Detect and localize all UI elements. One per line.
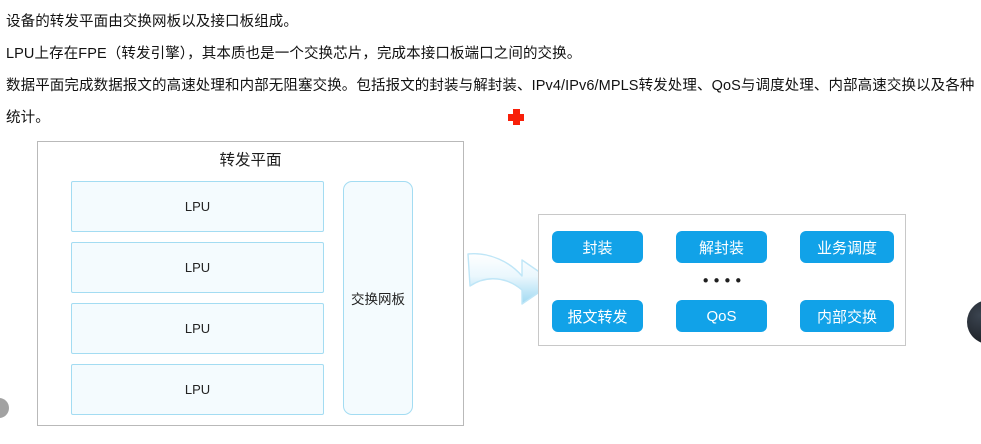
function-pill-label: 解封装 xyxy=(698,239,744,257)
function-pill-label: 业务调度 xyxy=(816,239,877,257)
function-pill-label: 报文转发 xyxy=(567,308,628,326)
functions-panel: 封装 解封装 业务调度 •••• 报文转发 QoS 内部交换 xyxy=(538,214,906,346)
function-pill-label: QoS xyxy=(706,307,737,325)
function-pill-qos[interactable]: QoS xyxy=(676,300,767,332)
lpu-box-label: LPU xyxy=(184,382,211,397)
paragraph-3: 数据平面完成数据报文的高速处理和内部无阻塞交换。包括报文的封装与解封装、IPv4… xyxy=(6,78,975,126)
function-pill-label: 内部交换 xyxy=(816,308,877,326)
function-pill-encapsulation[interactable]: 封装 xyxy=(552,231,643,263)
red-cross-bar-vertical xyxy=(513,109,520,125)
paragraph-2: LPU上存在FPE（转发引擎），其本质也是一个交换芯片，完成本接口板端口之间的交… xyxy=(6,46,582,62)
ellipsis-indicator: •••• xyxy=(701,272,745,290)
lpu-column: LPU LPU LPU LPU xyxy=(71,181,324,415)
functions-row-1: 封装 解封装 业务调度 xyxy=(552,231,894,263)
description-text-block: 设备的转发平面由交换网板以及接口板组成。 LPU上存在FPE（转发引擎），其本质… xyxy=(6,6,981,134)
functions-row-2: 报文转发 QoS 内部交换 xyxy=(552,300,894,332)
lpu-box: LPU xyxy=(71,364,324,415)
function-pill-decapsulation[interactable]: 解封装 xyxy=(676,231,767,263)
lpu-box-label: LPU xyxy=(184,260,211,275)
lpu-box: LPU xyxy=(71,303,324,354)
lpu-box-label: LPU xyxy=(184,321,211,336)
red-cross-icon xyxy=(508,109,524,125)
switch-fabric-label: 交换网板 xyxy=(351,292,405,307)
function-pill-service-scheduling[interactable]: 业务调度 xyxy=(800,231,894,263)
forwarding-plane-panel: 转发平面 LPU LPU LPU LPU 交换网板 xyxy=(37,141,464,426)
function-pill-internal-switching[interactable]: 内部交换 xyxy=(800,300,894,332)
paragraph-1: 设备的转发平面由交换网板以及接口板组成。 xyxy=(6,14,298,30)
forwarding-plane-title: 转发平面 xyxy=(219,152,282,169)
function-pill-packet-forwarding[interactable]: 报文转发 xyxy=(552,300,643,332)
function-pill-label: 封装 xyxy=(582,239,613,257)
lpu-box: LPU xyxy=(71,242,324,293)
right-edge-circle-decoration xyxy=(967,300,981,344)
lpu-box-label: LPU xyxy=(184,199,211,214)
left-edge-circle-decoration xyxy=(0,398,9,418)
lpu-box: LPU xyxy=(71,181,324,232)
switch-fabric-box: 交换网板 xyxy=(343,181,413,415)
